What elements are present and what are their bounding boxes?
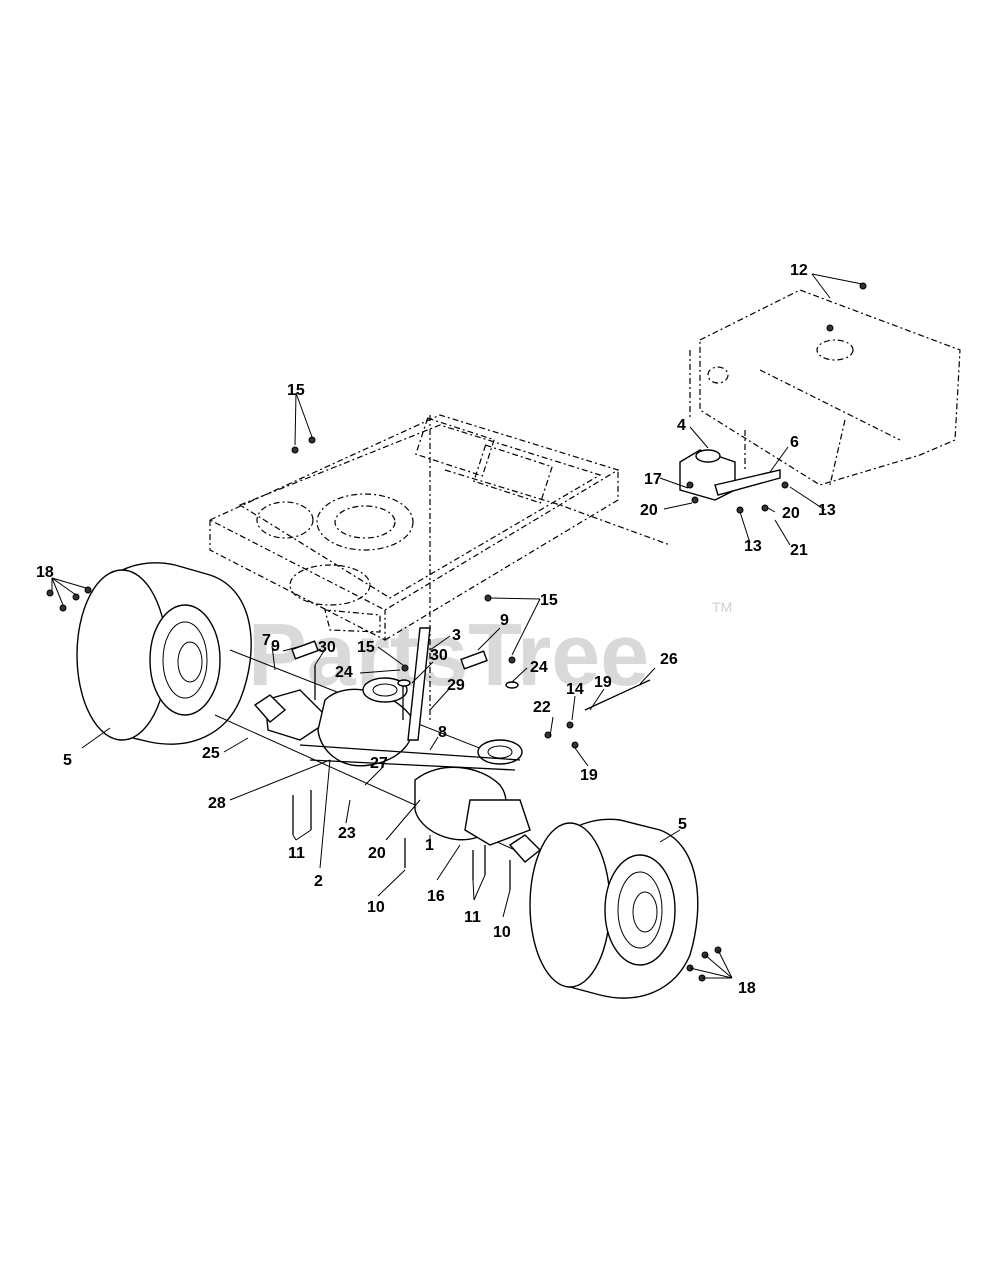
- leader-lines: [51, 273, 863, 979]
- frame: [208, 414, 671, 720]
- callout-5-right: 5: [678, 816, 687, 833]
- callout-30-left: 30: [318, 639, 336, 656]
- callout-4: 4: [677, 417, 686, 434]
- callout-25: 25: [202, 745, 220, 762]
- callout-15-right: 15: [540, 592, 558, 609]
- callout-26: 26: [660, 651, 678, 668]
- callout-14: 14: [566, 681, 584, 698]
- callout-10-left: 10: [367, 899, 385, 916]
- callout-20-right-a: 20: [640, 502, 658, 519]
- rear-panel: [689, 289, 961, 486]
- callout-3: 3: [452, 627, 461, 644]
- callout-22: 22: [533, 699, 551, 716]
- callout-27: 27: [370, 755, 388, 772]
- callout-29: 29: [447, 677, 465, 694]
- callout-18-right: 18: [738, 980, 756, 997]
- callout-13-b: 13: [744, 538, 762, 555]
- callout-9-right: 9: [500, 612, 509, 629]
- callout-6: 6: [790, 434, 799, 451]
- callout-9-left: 9: [271, 638, 280, 655]
- callout-20-right-b: 20: [782, 505, 800, 522]
- watermark-trademark: TM: [712, 599, 732, 615]
- callout-21: 21: [790, 542, 808, 559]
- callout-28: 28: [208, 795, 226, 812]
- callout-11-left: 11: [288, 845, 305, 862]
- callout-5-left: 5: [63, 752, 72, 769]
- callout-11-right: 11: [464, 909, 481, 926]
- callout-1: 1: [425, 837, 434, 854]
- callout-8: 8: [438, 724, 447, 741]
- callout-10-right: 10: [493, 924, 511, 941]
- callout-20-mid: 20: [368, 845, 386, 862]
- callout-15-top: 15: [287, 382, 305, 399]
- callout-labels: 12 15 4 6 17 20 20 13 13 21 18 15 9 3 9 …: [36, 262, 836, 997]
- callout-13-a: 13: [818, 502, 836, 519]
- callout-2: 2: [314, 873, 323, 890]
- callout-7: 7: [262, 632, 271, 649]
- callout-12: 12: [790, 262, 808, 279]
- reservoir-tank: [679, 449, 781, 501]
- callout-15-mid: 15: [357, 639, 375, 656]
- bolts: [46, 436, 722, 982]
- left-wheel: [76, 562, 252, 745]
- callout-19-b: 19: [580, 767, 598, 784]
- callout-24-left: 24: [335, 664, 353, 681]
- callout-17: 17: [644, 471, 662, 488]
- callout-18-left: 18: [36, 564, 54, 581]
- callout-30-mid: 30: [430, 647, 448, 664]
- callout-24-right: 24: [530, 659, 548, 676]
- right-wheel: [529, 818, 699, 999]
- callout-23: 23: [338, 825, 356, 842]
- callout-16: 16: [427, 888, 445, 905]
- transaxle-assembly: [214, 627, 542, 863]
- hardware-dots: [686, 282, 867, 514]
- callout-19-a: 19: [594, 674, 612, 691]
